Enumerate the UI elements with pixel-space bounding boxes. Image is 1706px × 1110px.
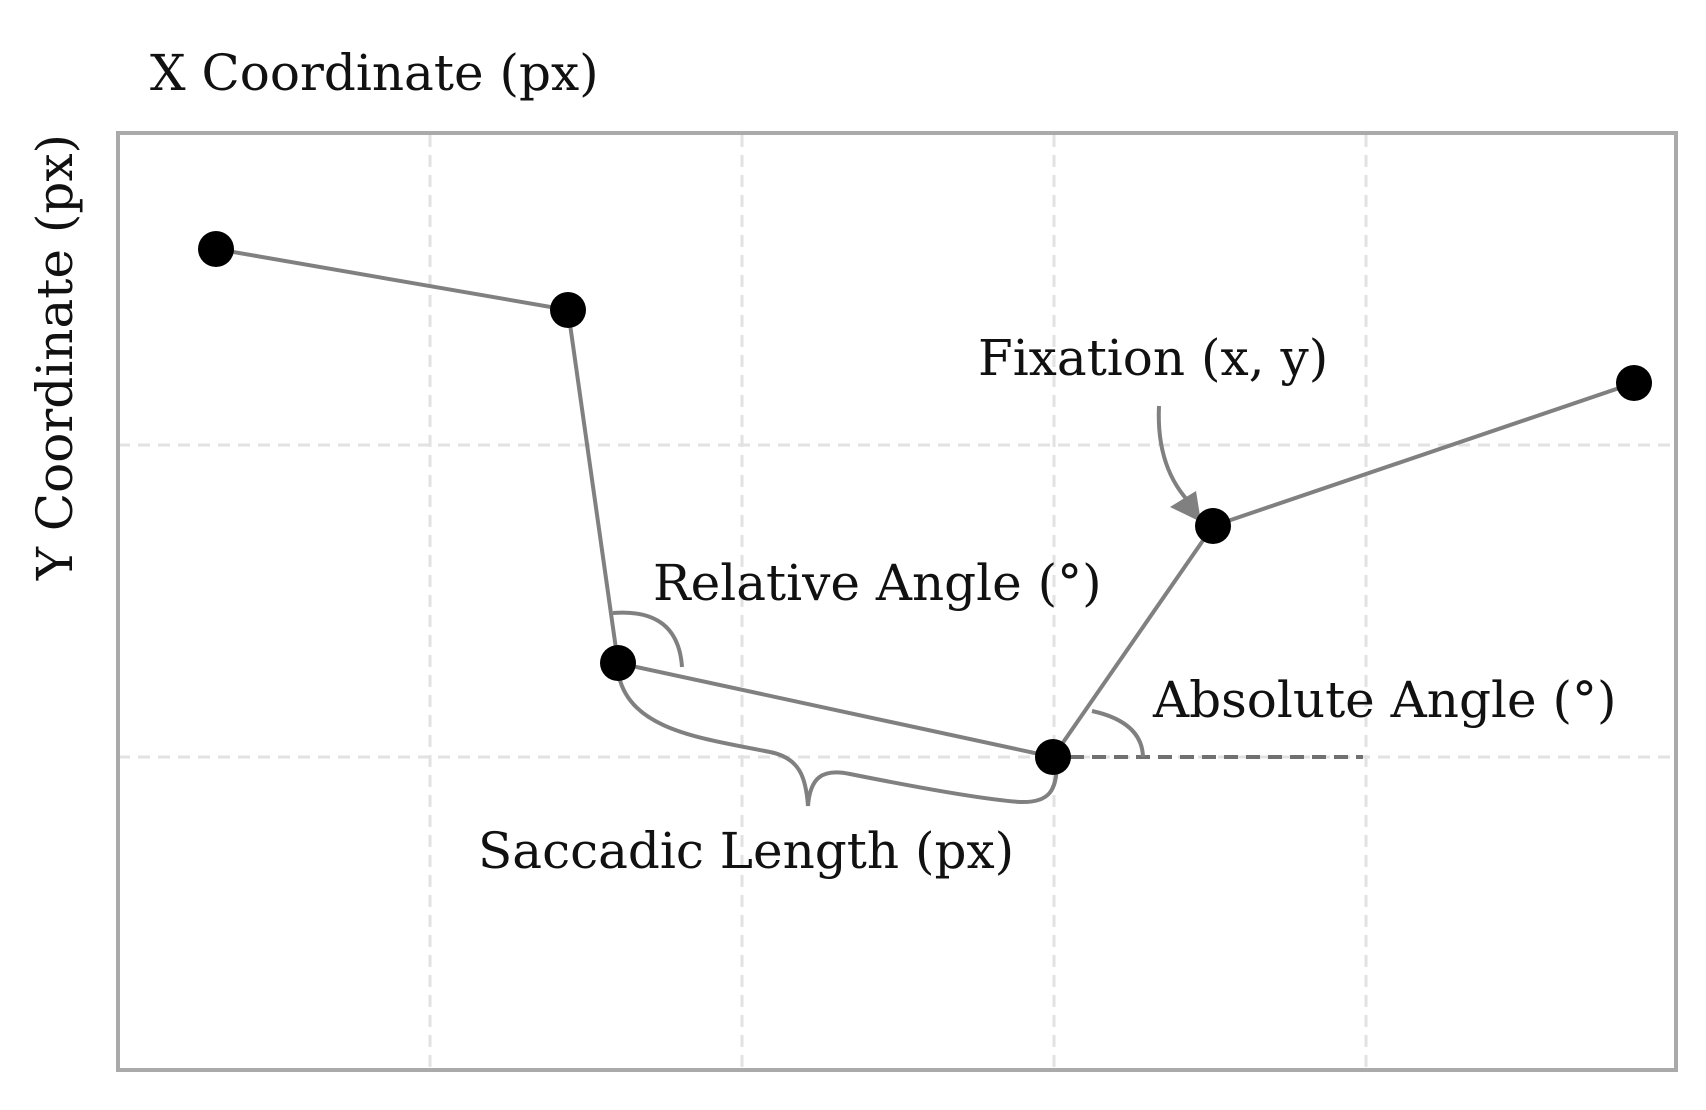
fixation-point — [550, 292, 586, 328]
fixation-point — [1616, 365, 1652, 401]
fixation-point — [600, 645, 636, 681]
grid — [118, 135, 1676, 1068]
saccadic-length-label: Saccadic Length (px) — [478, 822, 1014, 880]
absolute-angle-label: Absolute Angle (°) — [1152, 671, 1616, 729]
fixation-point — [1195, 508, 1231, 544]
relative-angle-label: Relative Angle (°) — [653, 554, 1102, 612]
fixation-point — [198, 231, 234, 267]
absolute-angle-arc — [1091, 709, 1145, 758]
fixation-label: Fixation (x, y) — [978, 329, 1328, 387]
fixation-arrowhead — [1170, 491, 1201, 522]
relative-angle-arc — [612, 610, 684, 668]
saccade-path — [215, 247, 1635, 760]
saccadic-length-brace — [616, 671, 1059, 807]
y-axis-label: Y Coordinate (px) — [26, 134, 84, 581]
fixation-pointer-arrow — [1156, 405, 1195, 508]
fixations — [198, 231, 1652, 775]
fixation-point — [1035, 739, 1071, 775]
plot-frame — [116, 131, 1678, 1072]
x-axis-label: X Coordinate (px) — [150, 44, 599, 102]
